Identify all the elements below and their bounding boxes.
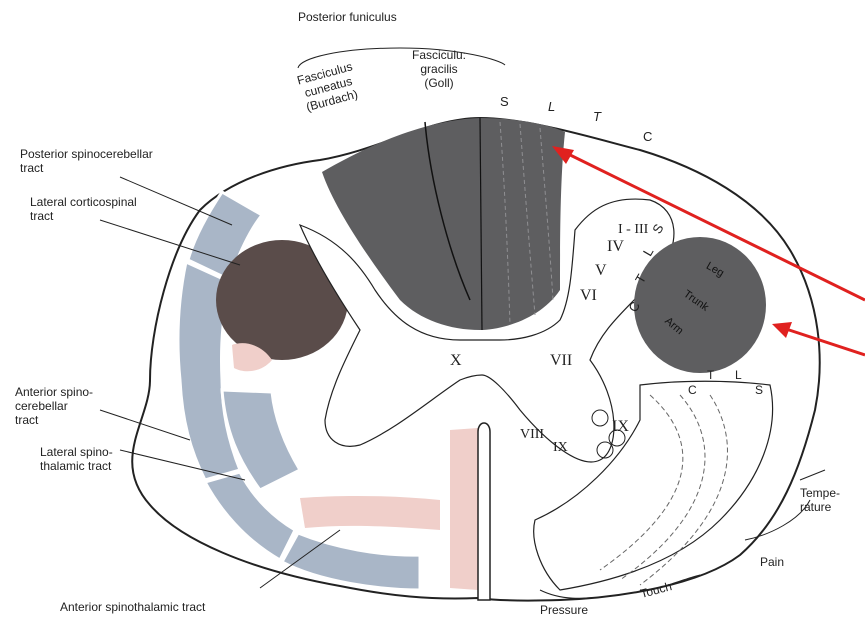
anterior-spinocerebellar-label: Anterior spino- cerebellar tract (15, 385, 93, 427)
fasciculus-gracilis-label: Fasciculu: gracilis (Goll) (412, 48, 466, 90)
lamina-vii: VII (550, 352, 572, 370)
lamina-iv: IV (607, 238, 624, 256)
letter-t-low: T (707, 368, 714, 382)
lamina-x: X (450, 352, 462, 370)
temperature-label: Tempe- rature (800, 486, 840, 514)
letter-s-low: S (755, 383, 763, 397)
lateral-spinothalamic-label: Lateral spino- thalamic tract (40, 445, 113, 473)
pink-anterior-left (300, 496, 440, 530)
lamina-ix-right: IX (612, 418, 629, 436)
letter-t-top: T (593, 110, 601, 124)
pressure-label: Pressure (540, 603, 588, 617)
letter-c-top: C (643, 130, 652, 144)
pain-label: Pain (760, 555, 784, 569)
letter-l-top: L (548, 100, 555, 114)
lamina-vi: VI (580, 287, 597, 305)
lamina-viii: VIII (520, 427, 544, 443)
lamina-v: V (595, 262, 607, 280)
letter-s-top: S (500, 95, 509, 109)
anterior-spinothalamic-label: Anterior spinothalamic tract (60, 600, 205, 614)
letter-c-low: C (688, 383, 697, 397)
central-canal (478, 423, 490, 600)
lamina-i-iii: I - III (618, 222, 648, 238)
letter-l-low: L (735, 368, 742, 382)
lateral-corticospinal-label: Lateral corticospinal tract (30, 195, 137, 223)
lamina-ix-left: IX (553, 440, 568, 456)
pink-anterior-median (450, 428, 478, 590)
posterior-funiculus-label: Posterior funiculus (298, 10, 397, 24)
posterior-spinocerebellar-label: Posterior spinocerebellar tract (20, 147, 153, 175)
